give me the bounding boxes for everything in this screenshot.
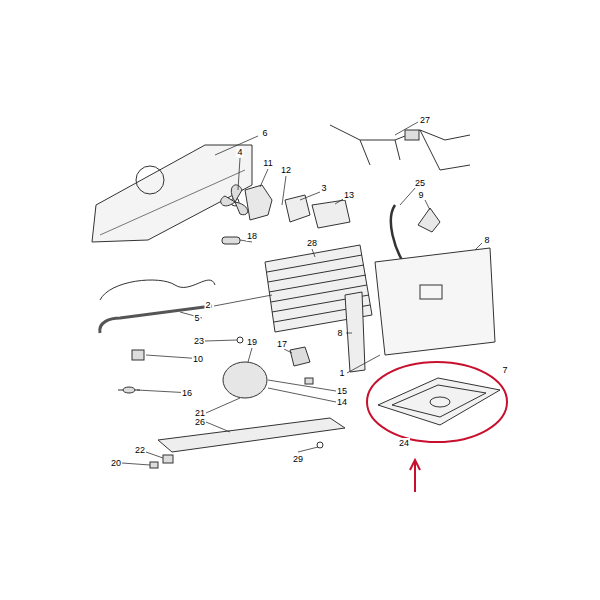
gasket-strip — [345, 292, 365, 372]
callout-number: 25 — [414, 178, 426, 188]
fan-motor — [245, 185, 272, 220]
fan-blade — [221, 185, 248, 215]
callout-number: 14 — [336, 397, 348, 407]
wire — [100, 280, 215, 300]
callout-number: 4 — [236, 147, 243, 157]
callout-number: 27 — [419, 115, 431, 125]
small-part — [222, 237, 240, 244]
callout-number: 1 — [338, 368, 345, 378]
shroud — [312, 200, 350, 228]
callout-number: 8 — [336, 328, 343, 338]
callout-number: 6 — [261, 128, 268, 138]
compressor — [223, 362, 267, 398]
callout-number: 12 — [280, 165, 292, 175]
callout-number: 26 — [194, 417, 206, 427]
small-block — [132, 350, 144, 360]
callout-number: 23 — [193, 336, 205, 346]
cover-slot — [420, 285, 442, 299]
relay — [290, 347, 310, 366]
fastener — [150, 462, 158, 468]
tube — [100, 306, 212, 333]
callout-number: 11 — [262, 158, 273, 168]
callout-number: 16 — [181, 388, 193, 398]
callout-number: 2 — [204, 300, 211, 310]
callout-number: 8 — [483, 235, 490, 245]
callout-number: 24 — [398, 438, 410, 448]
callout-number: 29 — [292, 454, 304, 464]
harness-part — [418, 208, 440, 232]
pointer-arrow — [410, 460, 420, 492]
motor-bracket — [285, 195, 310, 222]
leader-lines — [122, 122, 482, 465]
base-plate — [158, 418, 345, 452]
callout-number: 10 — [192, 354, 204, 364]
connector — [405, 130, 419, 140]
callout-number: 20 — [110, 458, 122, 468]
callout-number: 9 — [417, 190, 424, 200]
callout-number: 5 — [193, 313, 200, 323]
fastener — [163, 455, 173, 463]
callout-number: 22 — [134, 445, 146, 455]
cover-panel — [375, 248, 495, 355]
callout-number: 15 — [336, 386, 348, 396]
back-panel — [92, 145, 252, 242]
callout-number: 18 — [246, 231, 258, 241]
hose — [391, 205, 405, 265]
clip — [305, 378, 313, 384]
fan-opening — [136, 166, 164, 194]
callout-number: 3 — [320, 183, 327, 193]
drain-pan — [378, 378, 500, 425]
highlight-ring — [367, 362, 507, 442]
screw — [237, 337, 243, 343]
capacitor — [123, 387, 135, 393]
callout-number: 13 — [343, 190, 355, 200]
callout-number: 7 — [501, 365, 508, 375]
callout-number: 17 — [276, 339, 288, 349]
callout-number: 19 — [246, 337, 258, 347]
callout-number: 28 — [306, 238, 318, 248]
